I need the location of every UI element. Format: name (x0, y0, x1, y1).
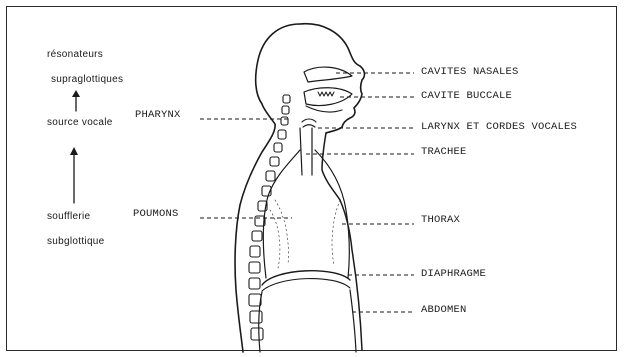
label-resonators-line2: supraglottiques (51, 74, 123, 85)
arrow-up-icon (72, 90, 80, 111)
head-outline (235, 24, 300, 352)
label-abdomen: ABDOMEN (421, 304, 467, 316)
label-diaphragme: DIAPHRAGME (421, 268, 486, 280)
abdomen-outline (259, 290, 356, 352)
label-cavites-nasales: CAVITES NASALES (421, 66, 519, 78)
label-larynx: LARYNX ET CORDES VOCALES (421, 121, 577, 133)
face-outline (300, 24, 364, 133)
arrow-up-large-icon (70, 147, 78, 203)
spine (249, 95, 290, 340)
tongue (306, 106, 342, 112)
diaphragm (262, 271, 350, 285)
label-resonators-line1: résonateurs (47, 49, 103, 60)
label-thorax: THORAX (421, 214, 460, 226)
label-pharynx: PHARYNX (135, 109, 181, 121)
nasal-cavity (304, 67, 352, 82)
label-trachee: TRACHEE (421, 146, 467, 158)
lung-outline-right (315, 150, 349, 278)
larynx (302, 119, 316, 127)
label-cavite-buccale: CAVITE BUCCALE (421, 90, 512, 102)
oral-cavity (304, 88, 352, 106)
label-poumons: POUMONS (133, 208, 179, 220)
trachea (300, 128, 312, 175)
label-source-vocale: source vocale (47, 117, 113, 128)
lung-outline-left (263, 150, 300, 278)
label-bellows-line1: soufflerie (47, 211, 90, 222)
teeth (318, 92, 334, 96)
label-bellows-line2: subglottique (47, 236, 105, 247)
